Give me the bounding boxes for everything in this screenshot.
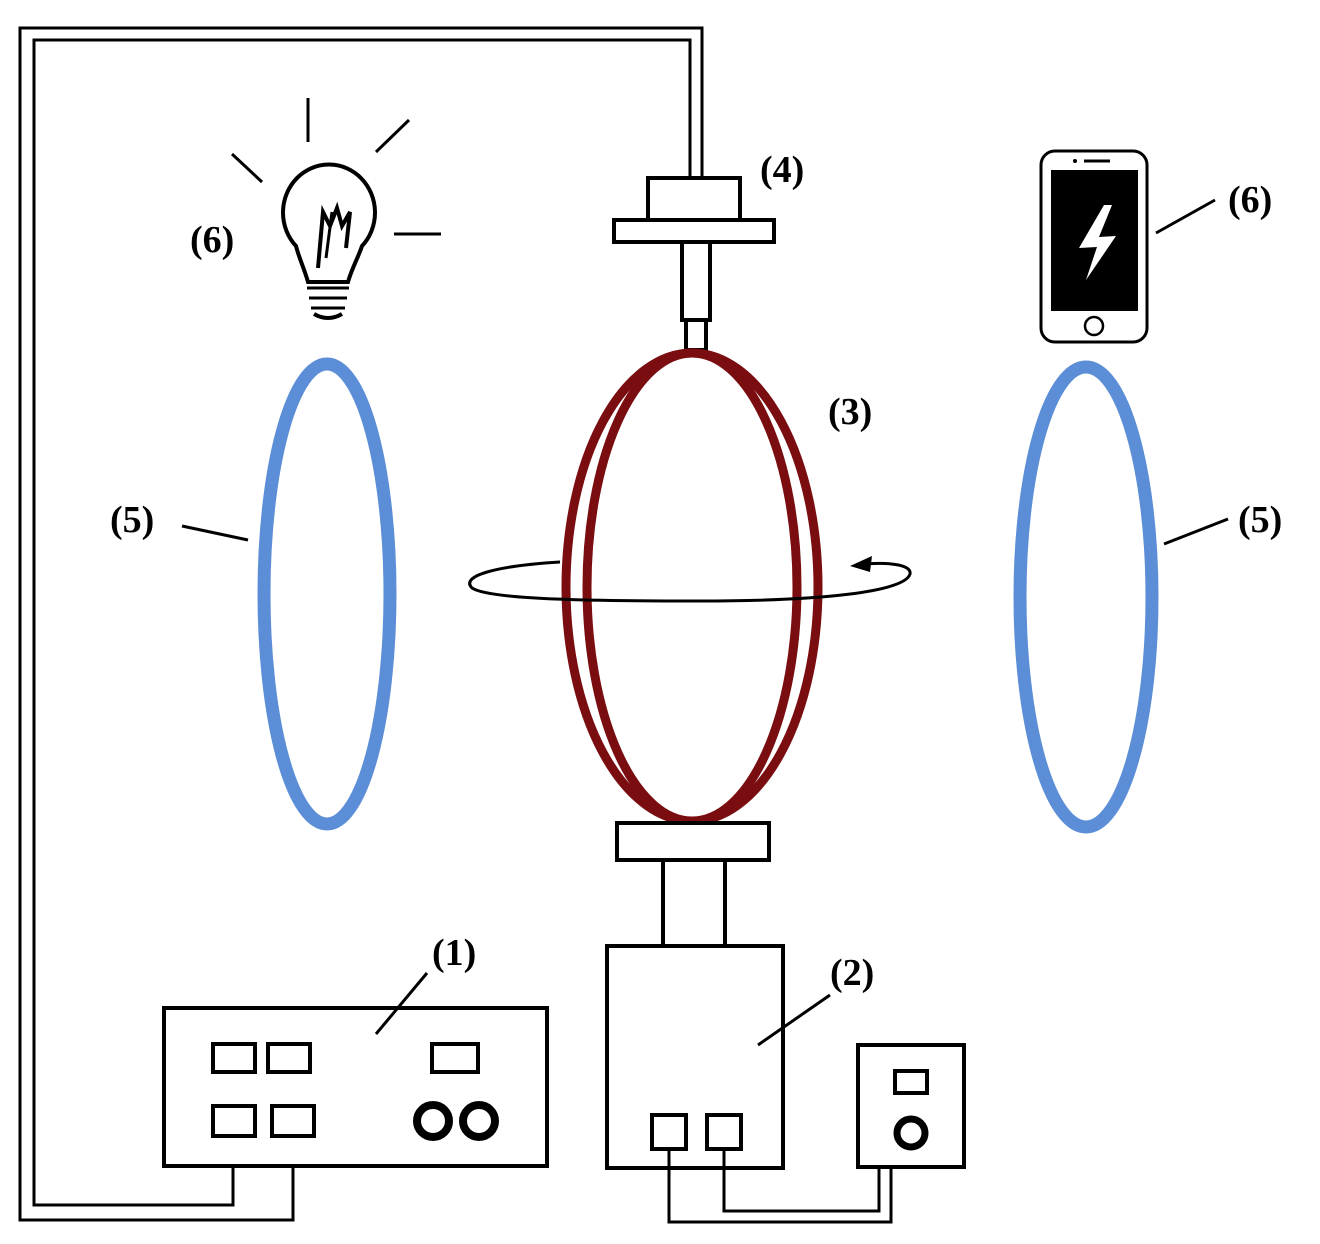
controller-wire (667, 1149, 893, 1224)
leader-phone-load (1155, 198, 1216, 235)
motor-port-2 (705, 1113, 743, 1151)
motor-assembly (605, 821, 785, 1170)
label-motor: (2) (830, 952, 874, 994)
label-transmitter-coil: (3) (828, 391, 872, 433)
rotation-arrow-icon (468, 556, 912, 603)
smartphone-icon (1039, 149, 1149, 344)
label-phone-load: (6) (1228, 179, 1272, 221)
leader-receiver-right (1163, 517, 1229, 546)
supply-wire (18, 26, 704, 1222)
label-bulb-load: (6) (190, 219, 234, 261)
leader-receiver-left (181, 524, 249, 542)
light-bulb-icon (230, 98, 441, 320)
label-slip-ring: (4) (760, 149, 804, 191)
receiver-coil-left (257, 357, 397, 831)
motor-controller (856, 1043, 966, 1169)
leader-motor (757, 993, 831, 1047)
label-receiver-coil-right: (5) (1238, 499, 1282, 541)
motor-port-1 (650, 1113, 688, 1151)
leader-power-supply (374, 972, 429, 1035)
slip-ring (612, 176, 776, 352)
power-supply (162, 1006, 549, 1168)
receiver-coil-right (1013, 360, 1159, 834)
transmitter-coil (561, 348, 823, 826)
lightning-bolt-icon (1079, 205, 1116, 280)
label-receiver-coil-left: (5) (110, 499, 154, 541)
label-power-supply: (1) (432, 932, 476, 974)
